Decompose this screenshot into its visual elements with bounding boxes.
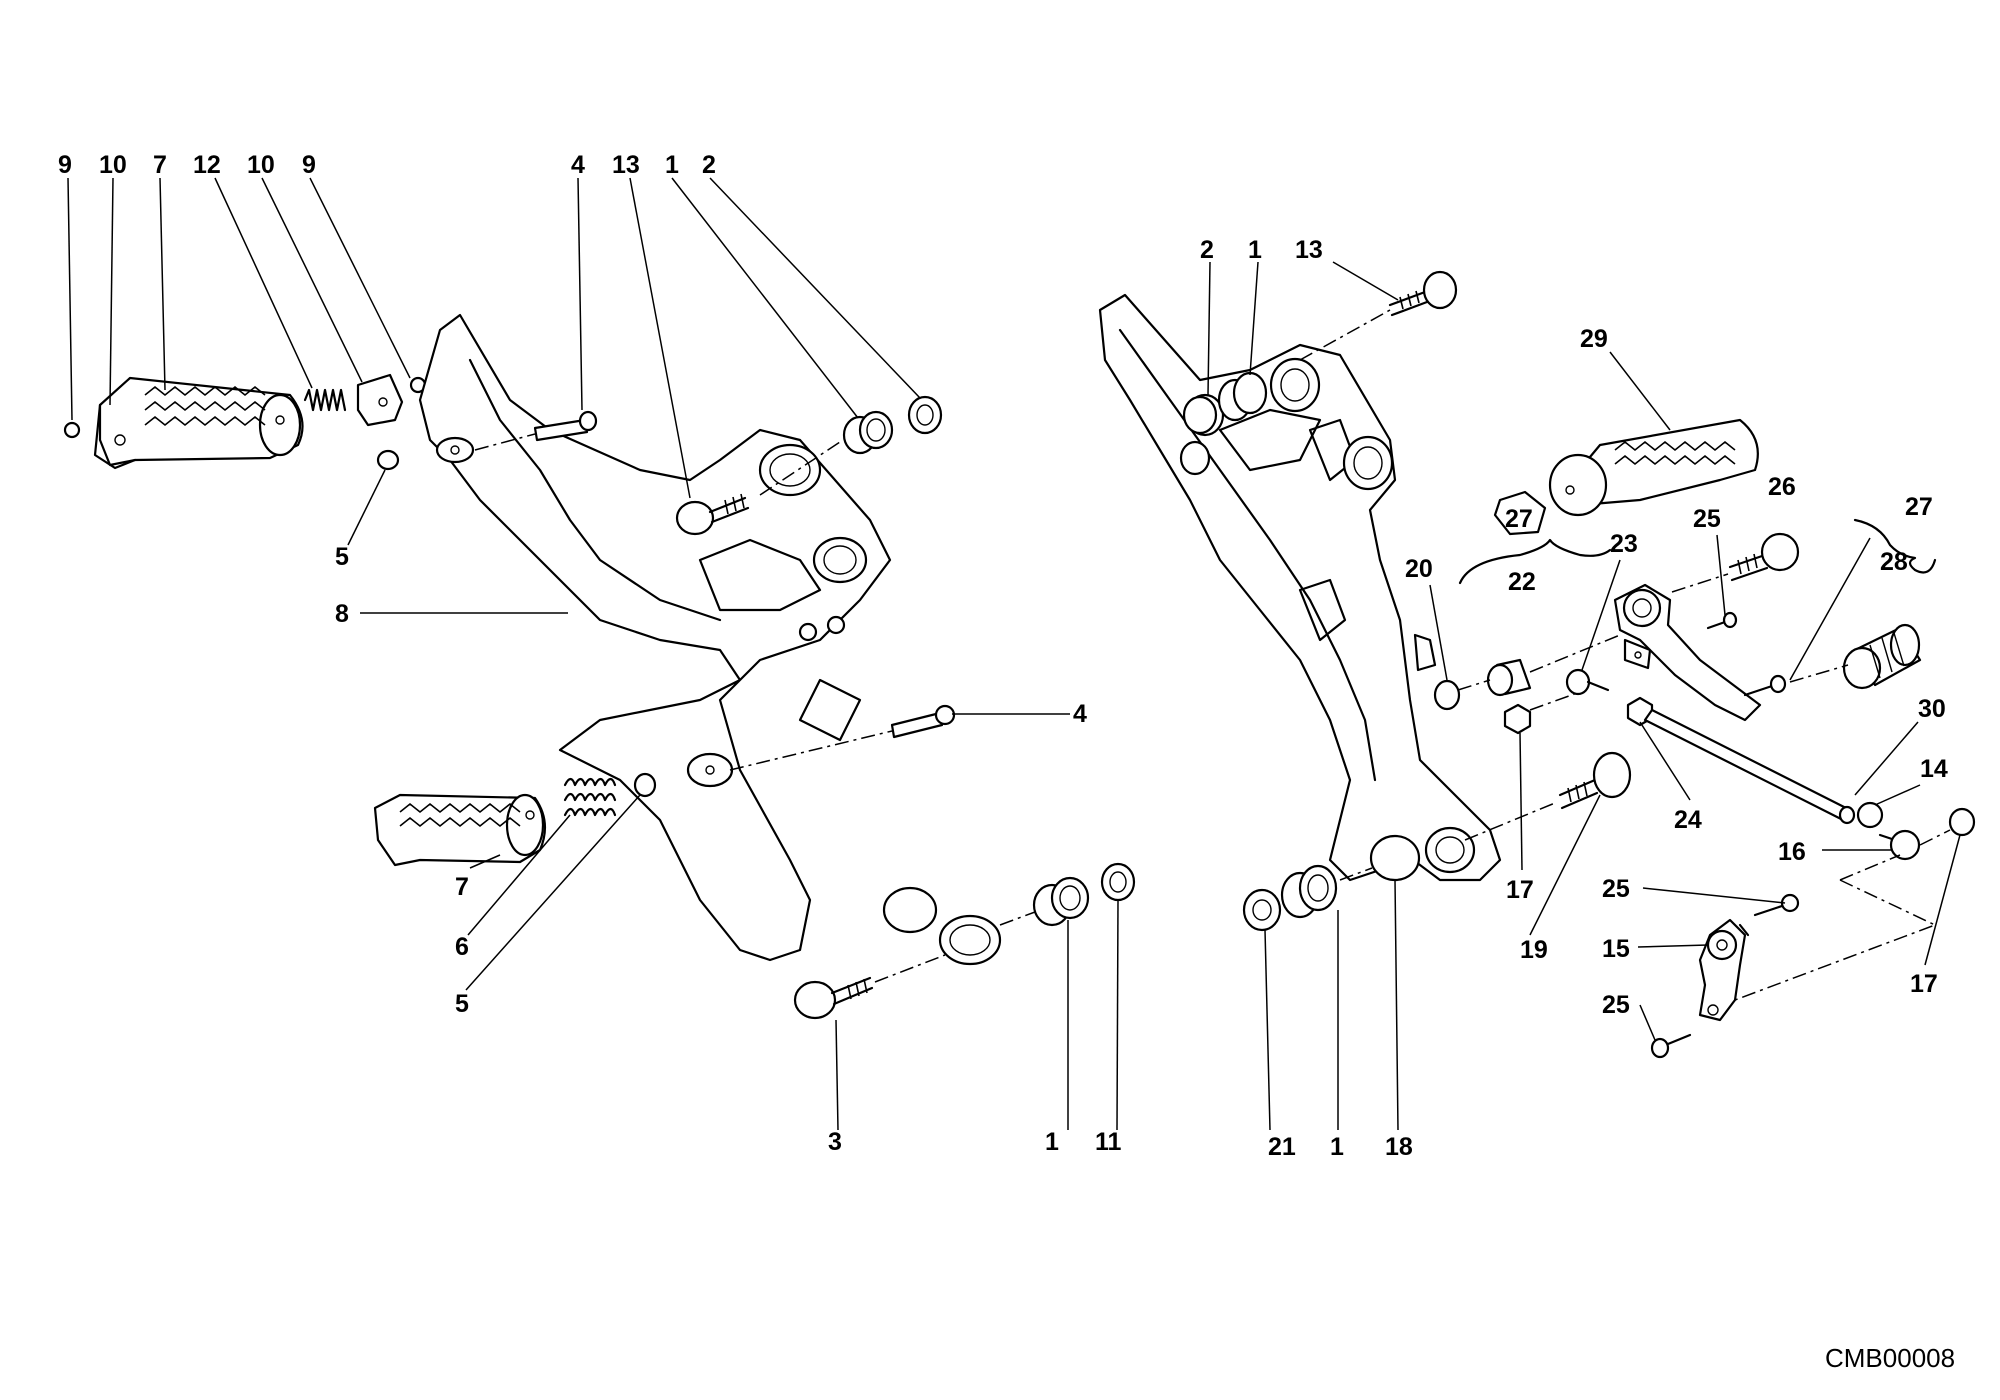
callout-1: 1 (1330, 1133, 1344, 1161)
callout-22: 22 (1508, 568, 1536, 596)
callout-7: 7 (455, 873, 469, 901)
washer-icon (907, 395, 943, 435)
callout-12: 12 (193, 151, 221, 179)
bushing-icon (1280, 864, 1338, 919)
callout-25: 25 (1602, 991, 1630, 1019)
leader-lines (67, 177, 1961, 1131)
callout-13: 13 (612, 151, 640, 179)
callout-30: 30 (1918, 695, 1946, 723)
callout-15: 15 (1602, 935, 1630, 963)
lever-icon (1613, 583, 1762, 722)
callout-1: 1 (1248, 236, 1262, 264)
callout-29: 29 (1580, 325, 1608, 353)
left-assembly (63, 313, 1136, 1020)
bushing-icon (1842, 623, 1922, 690)
callout-1: 1 (1045, 1128, 1059, 1156)
kit-pentagon-icon (1493, 490, 1547, 536)
callout-11: 11 (1095, 1128, 1122, 1156)
callout-9: 9 (302, 151, 316, 179)
callout-24: 24 (1674, 806, 1702, 834)
bolt-icon (1565, 668, 1610, 696)
bolt-icon (890, 704, 956, 739)
callout-5: 5 (335, 543, 349, 571)
nut-icon (1503, 703, 1532, 735)
bolt-icon (1743, 674, 1787, 697)
callout-17: 17 (1910, 970, 1938, 998)
callout-9: 9 (58, 151, 72, 179)
callout-28: 28 (1880, 548, 1908, 576)
callout-2: 2 (1200, 236, 1214, 264)
right-assembly (1098, 270, 1976, 1059)
bushing-icon (842, 410, 894, 455)
callout-5: 5 (455, 990, 469, 1018)
rod-icon (1643, 708, 1856, 825)
callout-20: 20 (1405, 555, 1433, 583)
footpeg-icon (373, 793, 547, 867)
bushing-icon (1217, 371, 1268, 422)
callout-labels: 9 10 7 12 10 9 4 13 1 2 5 8 4 7 6 5 3 1 … (58, 151, 1948, 1161)
callout-25: 25 (1602, 875, 1630, 903)
nut-icon (1948, 807, 1976, 837)
spring-icon (563, 777, 617, 817)
bolt-icon (1650, 1033, 1692, 1059)
bracket-icon (1098, 293, 1502, 882)
callout-10: 10 (247, 151, 275, 179)
callout-2: 2 (702, 151, 716, 179)
bolt-icon (793, 976, 874, 1020)
clip-icon (633, 772, 657, 798)
callout-17: 17 (1506, 876, 1534, 904)
callout-7: 7 (153, 151, 167, 179)
callout-27: 27 (1505, 505, 1533, 533)
callout-27: 27 (1905, 493, 1933, 521)
bracket-icon (418, 313, 1002, 966)
bushing-icon (1032, 876, 1090, 927)
bolt-icon (1728, 532, 1800, 582)
bolt-icon (1558, 751, 1632, 810)
bolt-icon (1753, 893, 1800, 917)
callout-26: 26 (1768, 473, 1796, 501)
callout-14: 14 (1920, 755, 1948, 783)
bolt-icon (1706, 611, 1738, 630)
callout-3: 3 (828, 1128, 842, 1156)
clip-icon (376, 449, 400, 471)
washer-icon (1182, 395, 1218, 435)
callout-4: 4 (1073, 700, 1087, 728)
callout-25: 25 (1693, 505, 1721, 533)
washer-icon (1242, 888, 1282, 932)
callout-1: 1 (665, 151, 679, 179)
callout-23: 23 (1610, 530, 1638, 558)
nut-icon (1856, 801, 1884, 829)
footpeg-icon (93, 376, 304, 470)
washer-icon (1433, 679, 1461, 711)
callout-10: 10 (99, 151, 127, 179)
callout-8: 8 (335, 600, 349, 628)
footpeg-icon (1548, 418, 1759, 517)
bushing-icon (1486, 658, 1532, 697)
callout-4: 4 (571, 151, 585, 179)
callout-6: 6 (455, 933, 469, 961)
bolt-icon (1878, 829, 1921, 861)
callout-19: 19 (1520, 936, 1548, 964)
bolt-icon (675, 493, 750, 536)
spring-icon (303, 388, 347, 412)
washer-icon (1100, 862, 1136, 902)
lever-icon (1698, 918, 1750, 1022)
bolt-icon (533, 410, 598, 442)
callout-21: 21 (1268, 1133, 1296, 1161)
bolt-icon (1388, 270, 1458, 317)
callout-18: 18 (1385, 1133, 1413, 1161)
drawing-code: CMB00008 (1825, 1343, 1955, 1373)
ball-icon (63, 421, 81, 439)
callout-16: 16 (1778, 838, 1806, 866)
callout-13: 13 (1295, 236, 1323, 264)
